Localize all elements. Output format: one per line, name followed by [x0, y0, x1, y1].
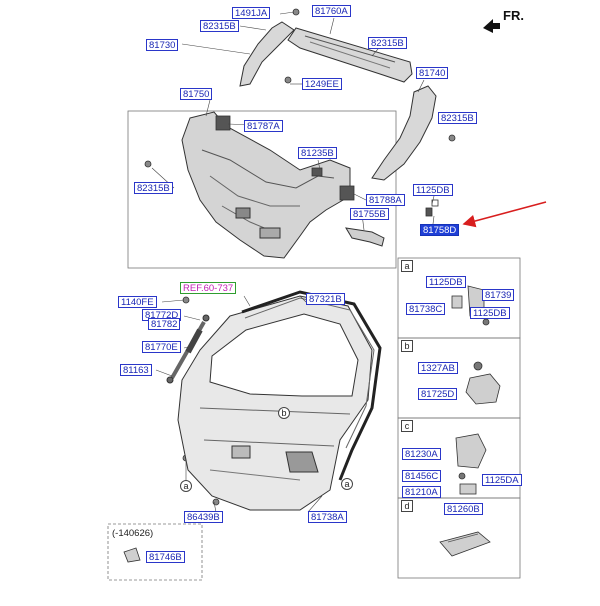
highlight-pointer-arrow: [462, 201, 547, 228]
part-label-86439B[interactable]: 86439B: [184, 511, 223, 523]
part-label-81760A[interactable]: 81760A: [312, 5, 351, 17]
reference-label[interactable]: REF.60-737: [180, 282, 237, 294]
right-pillar-trim: [371, 85, 437, 181]
part-label-81738C[interactable]: 81738C: [406, 303, 446, 315]
part-label-1327AB[interactable]: 1327AB: [418, 362, 458, 374]
trim-assembly-frame: [127, 110, 397, 269]
inset-part: [123, 547, 141, 563]
part-label-81725D[interactable]: 81725D: [418, 388, 458, 400]
callout-a-circle[interactable]: a: [341, 478, 353, 490]
part-label-82315B[interactable]: 82315B: [368, 37, 407, 49]
part-label-1125DB[interactable]: 1125DB: [426, 276, 466, 288]
detail-b-parts: [465, 361, 501, 405]
part-label-81210A[interactable]: 81210A: [402, 486, 441, 498]
variant-inset-box: [107, 523, 203, 581]
detail-tag-d: d: [401, 500, 413, 512]
part-label-81456C[interactable]: 81456C: [402, 470, 442, 482]
upper-trim-panel: [287, 27, 413, 83]
part-label-81787A[interactable]: 81787A: [244, 120, 283, 132]
weatherstrip-seal: [241, 290, 382, 481]
part-label-1125DA[interactable]: 1125DA: [482, 474, 522, 486]
part-label-1125DB[interactable]: 1125DB: [470, 307, 510, 319]
trim-clips: [215, 115, 439, 217]
part-label-81755B[interactable]: 81755B: [350, 208, 389, 220]
detail-tag-a: a: [401, 260, 413, 272]
part-label-81750[interactable]: 81750: [180, 88, 213, 100]
left-pillar-trim: [239, 21, 295, 87]
part-label-81235B[interactable]: 81235B: [298, 147, 337, 159]
tailgate-trim-panel: [181, 111, 351, 259]
part-label-1249EE[interactable]: 1249EE: [302, 78, 342, 90]
tailgate-body: [177, 295, 373, 511]
trim-handle: [345, 227, 385, 247]
detail-tag-c: c: [401, 420, 413, 432]
part-label-81740[interactable]: 81740: [416, 67, 449, 79]
part-label-81782[interactable]: 81782: [148, 318, 181, 330]
part-label-1491JA[interactable]: 1491JA: [232, 7, 271, 19]
variant-note: (-140626): [112, 528, 154, 539]
detail-c-parts: [455, 433, 487, 495]
part-label-81260B[interactable]: 81260B: [444, 503, 483, 515]
part-label-1125DB[interactable]: 1125DB: [413, 184, 453, 196]
part-label-82315B[interactable]: 82315B: [438, 112, 477, 124]
front-arrow-icon: [483, 19, 500, 33]
part-label-81230A[interactable]: 81230A: [402, 448, 441, 460]
part-label-81730[interactable]: 81730: [146, 39, 179, 51]
detail-tag-b: b: [401, 340, 413, 352]
part-label-81738A[interactable]: 81738A: [308, 511, 347, 523]
part-label-82315B[interactable]: 82315B: [200, 20, 239, 32]
part-label-81163[interactable]: 81163: [120, 364, 152, 376]
front-direction-label: FR.: [503, 8, 524, 23]
part-label-81788A[interactable]: 81788A: [366, 194, 405, 206]
part-label-81770E[interactable]: 81770E: [142, 341, 181, 353]
part-label-81758D-highlighted[interactable]: 81758D: [420, 224, 460, 236]
callout-b-circle[interactable]: b: [278, 407, 290, 419]
gas-strut: [166, 314, 210, 384]
part-label-1140FE[interactable]: 1140FE: [118, 296, 157, 308]
part-label-87321B[interactable]: 87321B: [306, 293, 345, 305]
detail-d-parts: [439, 531, 491, 557]
part-label-82315B[interactable]: 82315B: [134, 182, 173, 194]
detail-panels: [397, 257, 521, 579]
part-label-81746B[interactable]: 81746B: [146, 551, 185, 563]
part-label-81739[interactable]: 81739: [482, 289, 515, 301]
callout-a-circle[interactable]: a: [180, 480, 192, 492]
